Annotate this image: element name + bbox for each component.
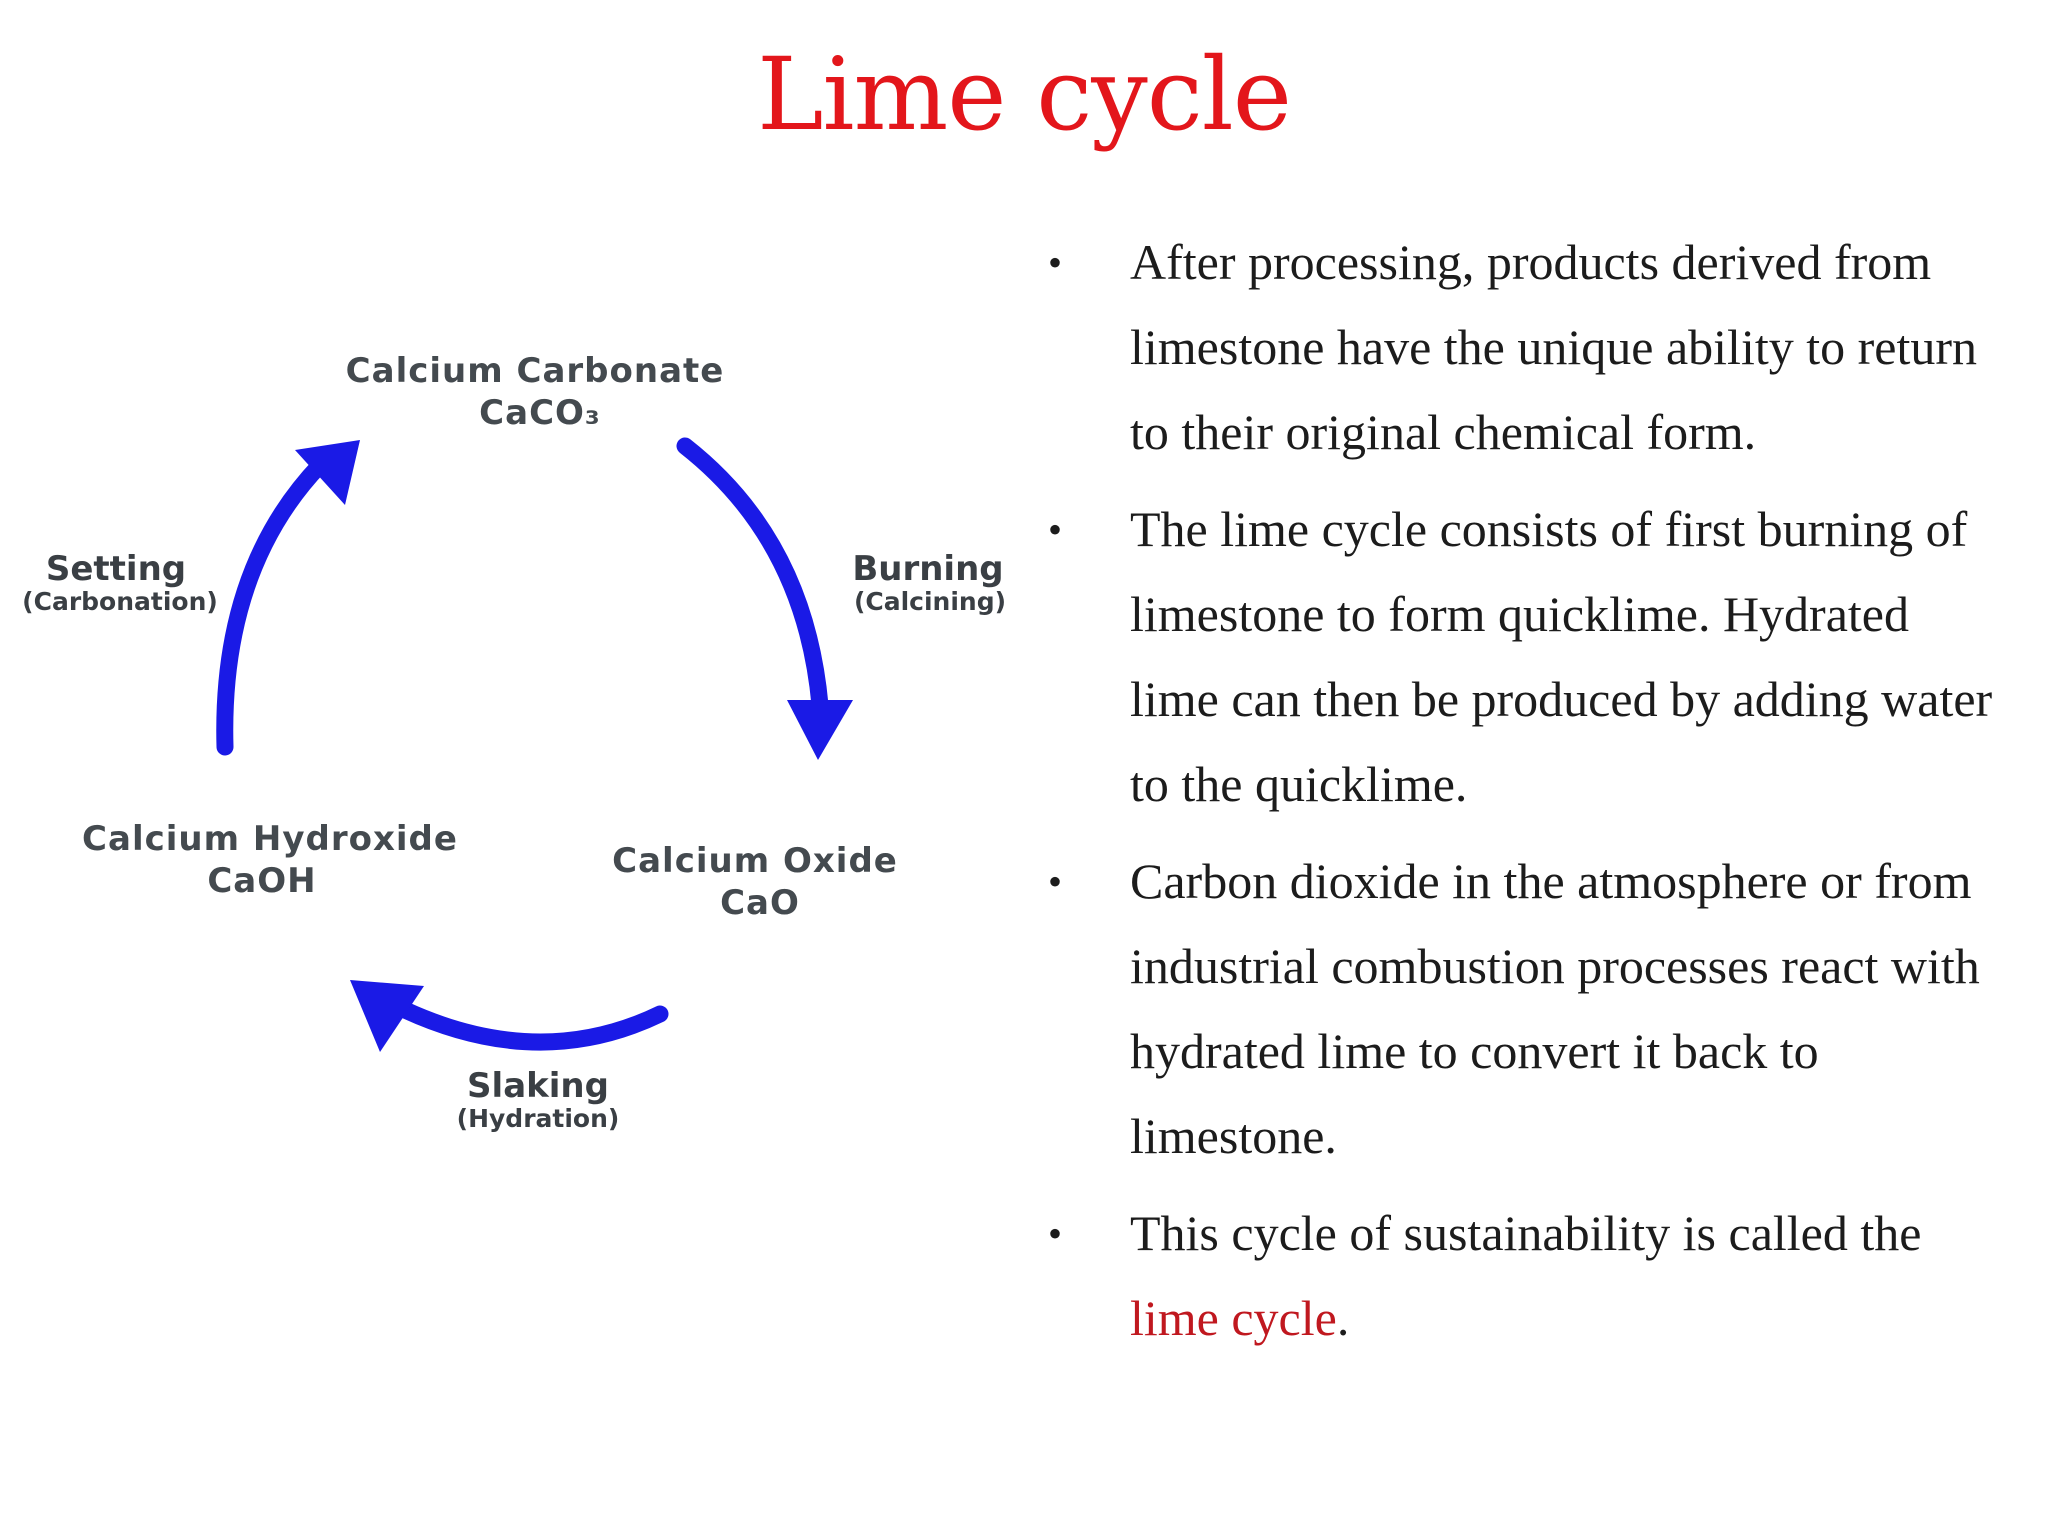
bullet-icon: • bbox=[1048, 1211, 1063, 1256]
bullet-item: • Carbon dioxide in the atmosphere or fr… bbox=[1040, 839, 2010, 1179]
burning-arrow bbox=[676, 437, 829, 714]
bullet-text-before: This cycle of sustainability is called t… bbox=[1130, 1205, 1922, 1261]
slide-title: Lime cycle bbox=[757, 36, 1292, 153]
bullet-item: • This cycle of sustainability is called… bbox=[1040, 1191, 2010, 1361]
node-calcium-hydroxide-formula: CaOH bbox=[207, 861, 316, 901]
node-calcium-carbonate-formula: CaCO₃ bbox=[479, 393, 601, 433]
node-calcium-hydroxide-name: Calcium Hydroxide bbox=[82, 819, 458, 859]
bullet-icon: • bbox=[1048, 240, 1063, 285]
bullet-icon: • bbox=[1048, 507, 1063, 552]
cycle-svg: Calcium Carbonate CaCO₃ Calcium Oxide Ca… bbox=[22, 351, 1006, 1133]
step-setting-sub: (Carbonation) bbox=[22, 587, 218, 616]
lime-cycle-highlight: lime cycle bbox=[1130, 1290, 1337, 1346]
step-setting-label: Setting bbox=[46, 549, 186, 589]
step-burning-sub: (Calcining) bbox=[854, 587, 1006, 616]
node-calcium-carbonate-name: Calcium Carbonate bbox=[346, 351, 725, 391]
setting-arrow bbox=[216, 456, 329, 756]
bullet-icon: • bbox=[1048, 859, 1063, 904]
node-calcium-oxide-formula: CaO bbox=[720, 883, 800, 923]
bullet-text-after: . bbox=[1336, 1290, 1350, 1346]
bullet-item: • The lime cycle consists of first burni… bbox=[1040, 487, 2010, 827]
bullet-item: • After processing, products derived fro… bbox=[1040, 220, 2010, 475]
bullet-text: After processing, products derived from … bbox=[1130, 234, 1977, 460]
slaking-arrowhead bbox=[350, 980, 424, 1052]
slaking-arrow bbox=[396, 1001, 669, 1051]
step-slaking-sub: (Hydration) bbox=[457, 1104, 620, 1133]
step-slaking-label: Slaking bbox=[467, 1066, 609, 1106]
bullet-list: • After processing, products derived fro… bbox=[1040, 220, 2010, 1373]
bullet-text: The lime cycle consists of first burning… bbox=[1130, 501, 1993, 812]
burning-arrowhead bbox=[787, 700, 853, 760]
node-calcium-oxide-name: Calcium Oxide bbox=[612, 841, 898, 881]
lime-cycle-diagram: Calcium Carbonate CaCO₃ Calcium Oxide Ca… bbox=[0, 330, 1040, 1230]
setting-arrowhead bbox=[295, 440, 360, 505]
bullet-text: Carbon dioxide in the atmosphere or from… bbox=[1130, 853, 1980, 1164]
step-burning-label: Burning bbox=[852, 549, 1003, 589]
